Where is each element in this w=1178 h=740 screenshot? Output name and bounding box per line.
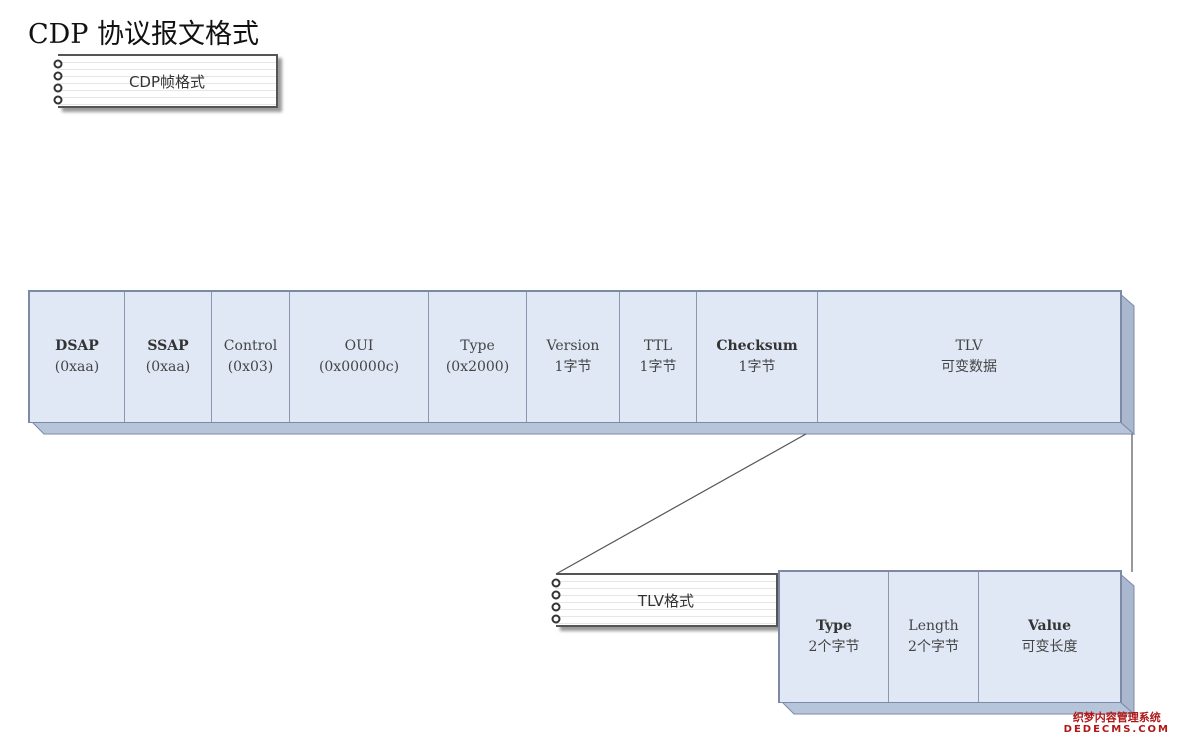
cdp-frame-label: CDP帧格式 xyxy=(128,72,206,91)
field-name: Value xyxy=(1027,618,1072,634)
field-name: OUI xyxy=(344,338,374,354)
field-ttl: TTL 1字节 xyxy=(619,292,696,422)
field-name: DSAP xyxy=(55,338,99,354)
spiral-binding-icon xyxy=(53,59,63,105)
field-value: 2个字节 xyxy=(908,639,959,655)
field-name: TLV xyxy=(955,338,983,354)
field-value: (0xaa) xyxy=(54,359,100,375)
zoom-line-left xyxy=(555,433,807,575)
field-value: 1字节 xyxy=(639,359,677,375)
field-oui: OUI (0x00000c) xyxy=(289,292,428,422)
field-value: (0xaa) xyxy=(145,359,191,375)
field-value: (0x03) xyxy=(227,359,274,375)
field-value: 2个字节 xyxy=(808,639,860,655)
field-dsap: DSAP (0xaa) xyxy=(30,292,124,422)
field-version: Version 1字节 xyxy=(526,292,619,422)
field-control: Control (0x03) xyxy=(211,292,289,422)
watermark: 织梦内容管理系统 DEDECMS.COM xyxy=(1064,711,1170,736)
field-name: Checksum xyxy=(716,338,798,354)
field-value: (0x2000) xyxy=(445,359,510,375)
page-title: CDP 协议报文格式 xyxy=(28,19,260,50)
watermark-line1: 织梦内容管理系统 xyxy=(1072,711,1161,724)
field-name: Version xyxy=(546,338,600,354)
tlv-detail-box: Type 2个字节 Length 2个字节 Value 可变长度 xyxy=(778,570,1122,703)
tlv-field-value: Value 可变长度 xyxy=(978,572,1120,702)
field-value: 可变长度 xyxy=(1021,639,1078,655)
watermark-line2: DEDECMS.COM xyxy=(1063,724,1170,735)
tlv-field-length: Length 2个字节 xyxy=(888,572,978,702)
field-checksum: Checksum 1字节 xyxy=(696,292,817,422)
field-ssap: SSAP (0xaa) xyxy=(124,292,211,422)
field-value: 1字节 xyxy=(738,359,776,375)
field-name: Control xyxy=(223,338,278,354)
field-value: 1字节 xyxy=(554,359,592,375)
field-name: Type xyxy=(816,618,852,634)
field-value: 可变数据 xyxy=(941,359,997,375)
field-tlv: TLV 可变数据 xyxy=(817,292,1120,422)
field-name: SSAP xyxy=(147,338,189,354)
field-name: Length xyxy=(908,618,959,634)
field-name: TTL xyxy=(643,338,673,354)
field-value: (0x00000c) xyxy=(318,359,400,375)
field-type: Type (0x2000) xyxy=(428,292,526,422)
spiral-binding-icon xyxy=(551,578,561,624)
cdp-frame-box: DSAP (0xaa) SSAP (0xaa) Control (0x03) O… xyxy=(28,290,1122,423)
cdp-frame-label-card: CDP帧格式 xyxy=(53,54,278,108)
tlv-format-label-card: TLV格式 xyxy=(551,573,778,627)
tlv-format-label: TLV格式 xyxy=(637,591,695,610)
field-name: Type xyxy=(460,338,495,354)
tlv-field-type: Type 2个字节 xyxy=(780,572,888,702)
